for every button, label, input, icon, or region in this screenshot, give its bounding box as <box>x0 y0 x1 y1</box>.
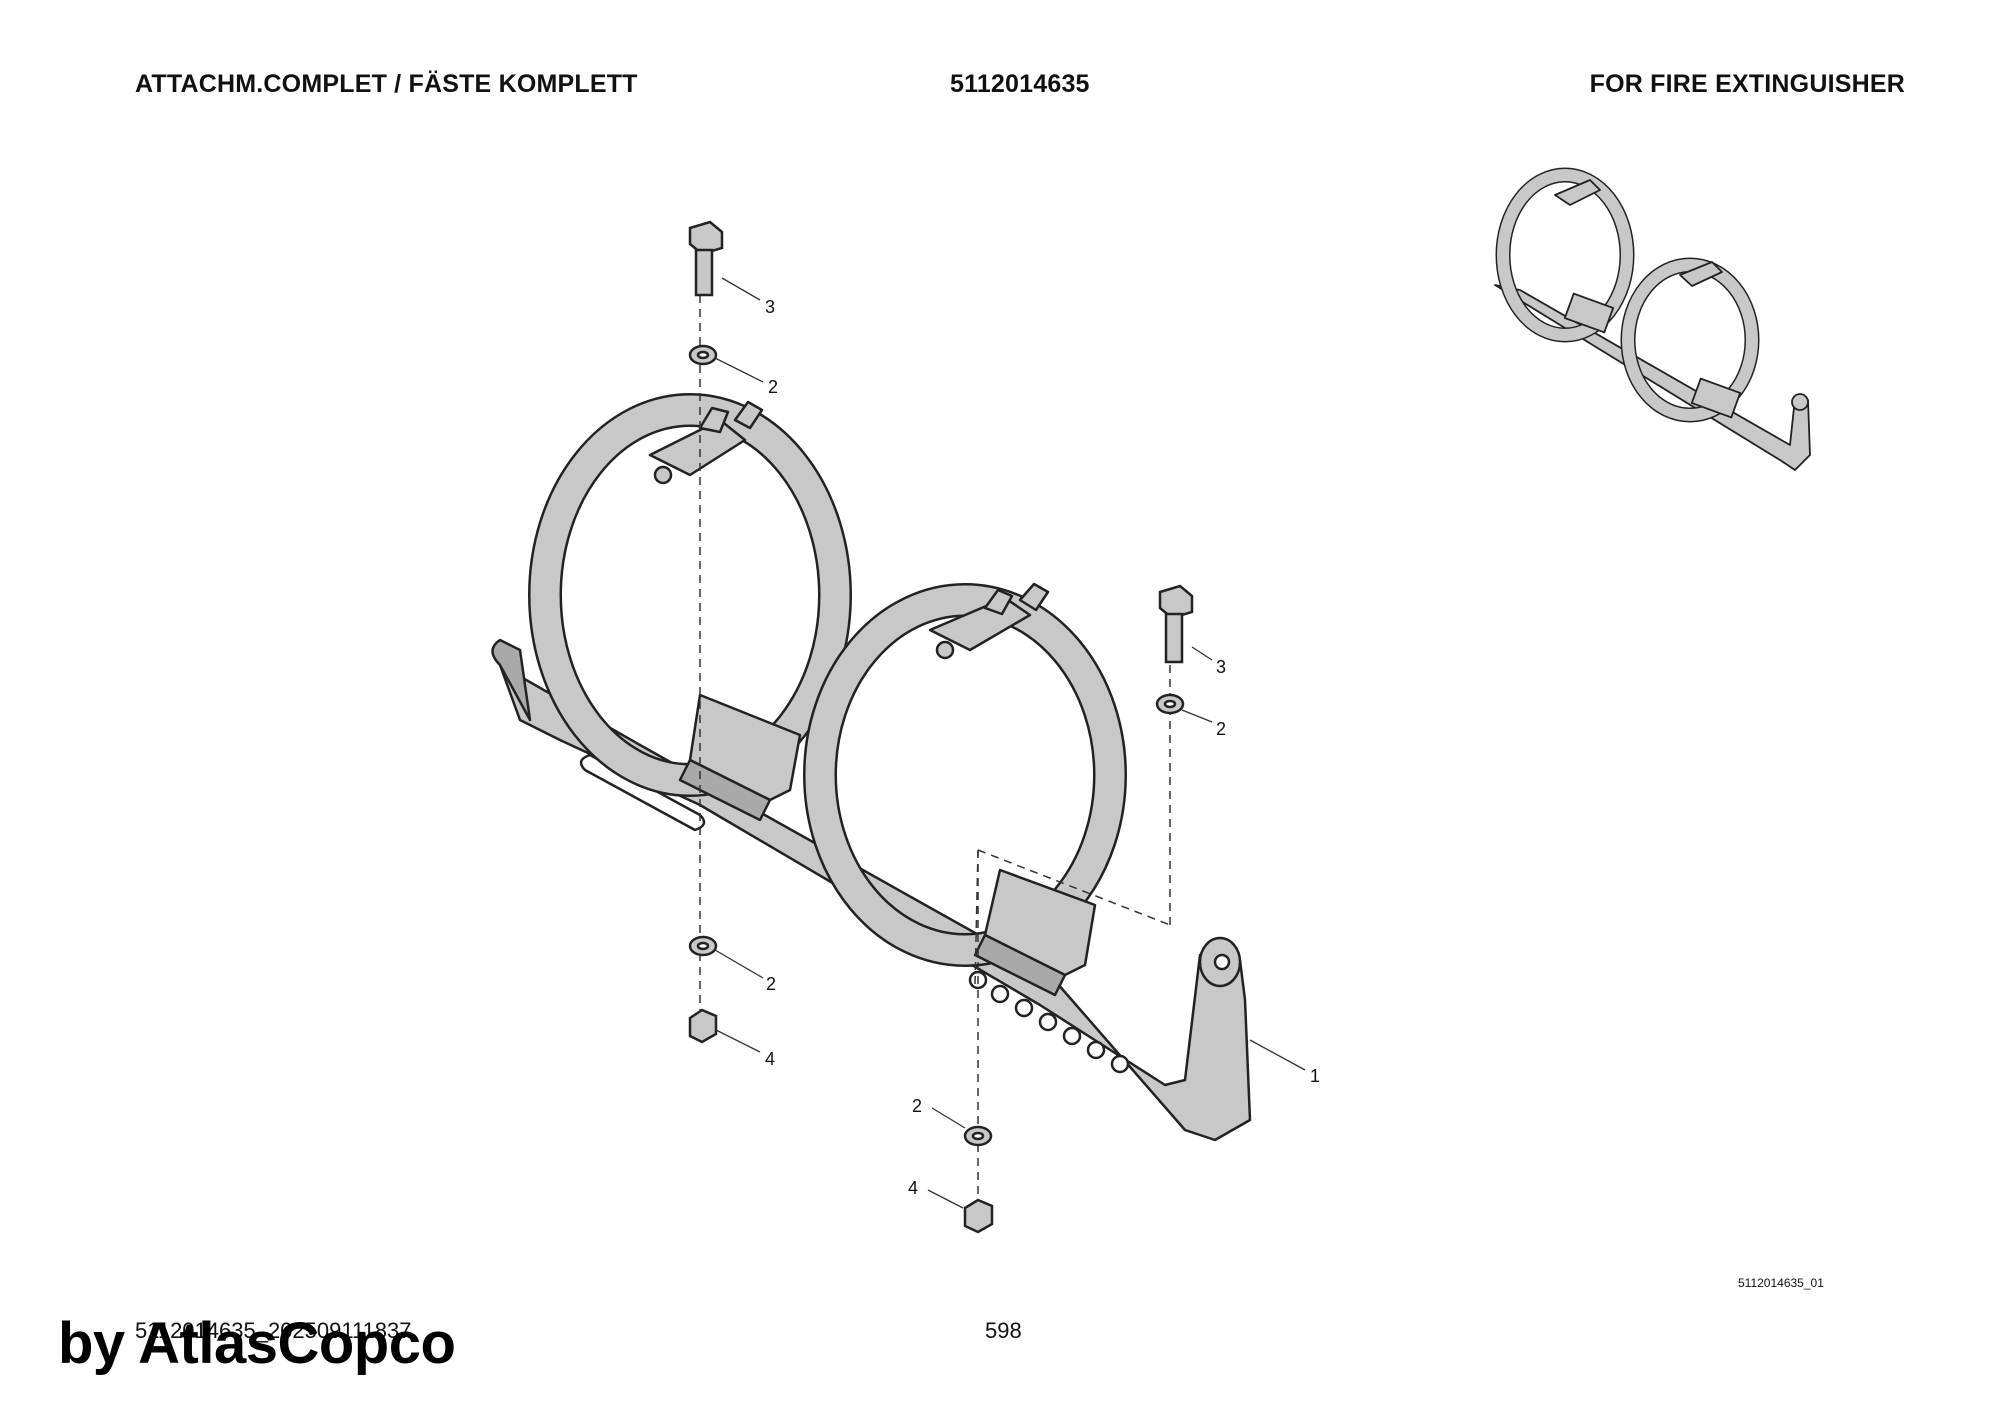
callout-1: 1 <box>1310 1066 1320 1086</box>
callout-numbers: 3 2 3 2 2 4 1 2 4 <box>765 297 1320 1198</box>
callout-2-right: 2 <box>1216 719 1226 739</box>
header-part-number: 5112014635 <box>950 70 1090 98</box>
bolt-left <box>688 220 724 297</box>
document-id: 5112014635_202509111837 <box>135 1318 412 1343</box>
header-part-name: ATTACHM.COMPLET / FÄSTE KOMPLETT <box>135 70 638 98</box>
callout-3-left: 3 <box>765 297 775 317</box>
main-assembly <box>491 393 1252 1142</box>
buckle-left <box>648 418 747 477</box>
header-description: FOR FIRE EXTINGUISHER <box>1589 70 1905 98</box>
callout-4-left: 4 <box>765 1049 775 1069</box>
bolt-right <box>1158 584 1194 664</box>
page-number: 598 <box>985 1318 1022 1343</box>
callout-3-right: 3 <box>1216 657 1226 677</box>
watermark: by AtlasCopco <box>58 1311 456 1376</box>
callout-2-lower-left: 2 <box>766 974 776 994</box>
leader-lines <box>714 277 1306 1209</box>
callout-2-bottom: 2 <box>912 1096 922 1116</box>
callout-4-bottom: 4 <box>908 1178 918 1198</box>
drawing-id: 5112014635_01 <box>1738 1276 1824 1290</box>
assembled-thumbnail <box>1494 167 1811 471</box>
nuts <box>688 1008 994 1234</box>
callout-2-top: 2 <box>768 377 778 397</box>
washers <box>688 344 1185 1147</box>
